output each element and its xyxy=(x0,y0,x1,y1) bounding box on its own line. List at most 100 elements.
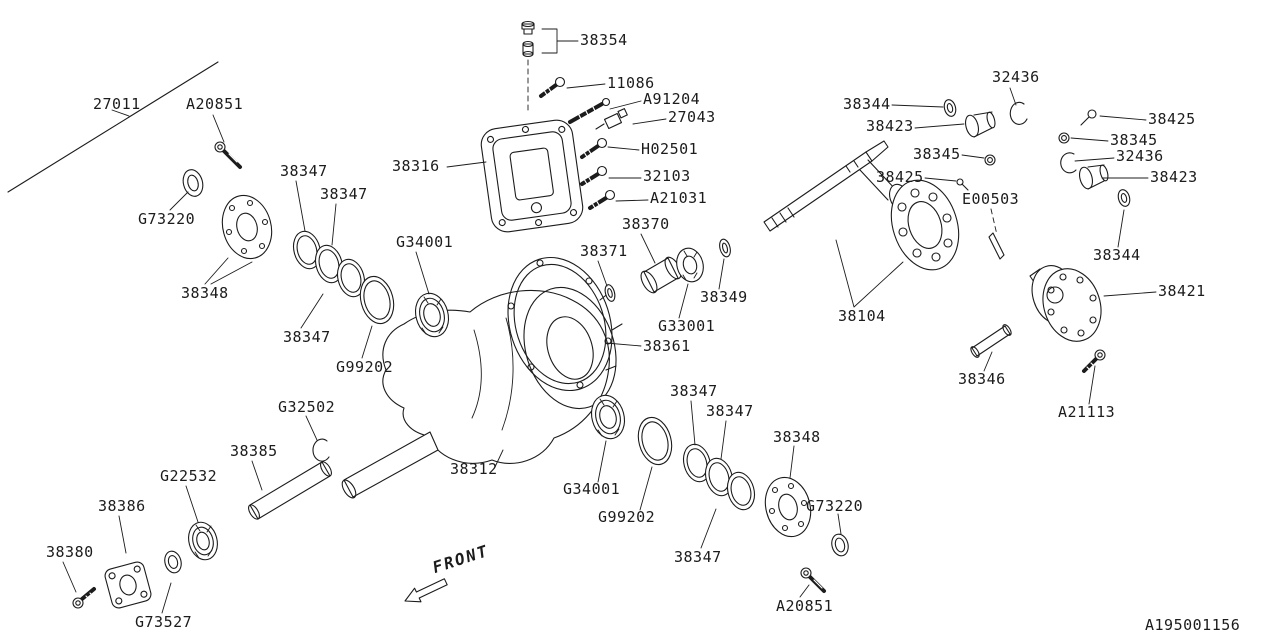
part-label: 38347 xyxy=(670,382,718,400)
part-label: 38316 xyxy=(392,157,440,175)
part-label: G34001 xyxy=(563,480,621,498)
bolt-38425-left xyxy=(956,178,969,191)
part-label: A20851 xyxy=(186,95,244,113)
pin-e00503 xyxy=(988,232,1005,260)
bolt-a20851-bottom xyxy=(800,567,826,593)
bolt-32103 xyxy=(580,165,608,186)
sheet-border-line xyxy=(7,61,219,193)
part-label: 38425 xyxy=(876,168,924,186)
part-label: G32502 xyxy=(278,398,336,416)
part-label: G22532 xyxy=(160,467,218,485)
part-label: 32103 xyxy=(643,167,691,185)
stud-a91204 xyxy=(568,97,611,124)
part-label: 38425 xyxy=(1148,110,1196,128)
axle-tube xyxy=(343,431,439,498)
part-label: 38312 xyxy=(450,460,498,478)
part-label: G73220 xyxy=(138,210,196,228)
part-label: G99202 xyxy=(336,358,394,376)
part-label: A20851 xyxy=(776,597,834,615)
part-label: 38344 xyxy=(1093,246,1141,264)
housing-gasket xyxy=(507,256,613,392)
part-label: 27043 xyxy=(668,108,716,126)
leader-lines xyxy=(62,28,1157,614)
bearing-g22532 xyxy=(188,521,218,561)
spacer-38370 xyxy=(640,256,682,294)
gear-38423-left xyxy=(964,111,996,138)
part-label: 38421 xyxy=(1158,282,1206,300)
breather-cap-parts xyxy=(521,20,535,58)
part-label: 27011 xyxy=(93,95,141,113)
part-label: 38385 xyxy=(230,442,278,460)
part-label: G99202 xyxy=(598,508,656,526)
sensor-plug-27043 xyxy=(595,108,628,130)
bolt-a20851-top xyxy=(214,141,242,169)
part-label: G73527 xyxy=(135,613,193,631)
part-label: 38347 xyxy=(283,328,331,346)
snap-ring-g32502 xyxy=(312,438,330,462)
bolt-h02501 xyxy=(580,137,608,159)
document-id: A195001156 xyxy=(1145,616,1241,634)
retainer-plate-38386 xyxy=(104,561,152,609)
part-label: 32436 xyxy=(992,68,1040,86)
bolt-11086 xyxy=(539,76,566,98)
washer-38344-left xyxy=(943,99,957,117)
bolt-38425-right xyxy=(1080,109,1097,126)
bolt-a21113 xyxy=(1082,349,1106,373)
part-label: 38347 xyxy=(320,185,368,203)
part-label: 38349 xyxy=(700,288,748,306)
bearing-retainer-38348-right xyxy=(764,476,812,538)
part-label: 38347 xyxy=(674,548,722,566)
part-label: 38423 xyxy=(866,117,914,135)
oil-seal-g73220-right xyxy=(831,533,849,557)
part-label: 32436 xyxy=(1116,147,1164,165)
part-label: 38347 xyxy=(280,162,328,180)
drive-pinion-assembly xyxy=(763,140,960,271)
snap-ring-32436-right xyxy=(1060,152,1077,174)
differential-case-assembly xyxy=(1029,265,1102,342)
part-label: 38371 xyxy=(580,242,628,260)
part-label: 38354 xyxy=(580,31,628,49)
shim-set-38347-right xyxy=(682,443,756,511)
differential-cover xyxy=(480,119,584,233)
washer-38344-right xyxy=(1117,189,1131,207)
part-label: 38348 xyxy=(181,284,229,302)
part-label: 38423 xyxy=(1150,168,1198,186)
part-label: E00503 xyxy=(962,190,1020,208)
part-label: 38361 xyxy=(643,337,691,355)
part-label: A21031 xyxy=(650,189,708,207)
snap-ring-32436-top xyxy=(1009,101,1028,125)
shim-g99202-lower xyxy=(637,416,673,466)
part-label: 38370 xyxy=(622,215,670,233)
shim-set-38347-left xyxy=(292,230,366,298)
oil-seal-g73527 xyxy=(164,550,182,574)
part-label: 38348 xyxy=(773,428,821,446)
part-label: 38380 xyxy=(46,543,94,561)
part-label: 38345 xyxy=(913,145,961,163)
pipe-38385 xyxy=(248,461,332,520)
part-label: 38345 xyxy=(1110,131,1158,149)
ring-38345-left xyxy=(984,154,996,166)
washer-38371 xyxy=(604,284,616,302)
part-label: H02501 xyxy=(641,140,699,158)
bolt-a21031 xyxy=(588,189,616,210)
washer-38349 xyxy=(719,238,731,258)
front-arrow xyxy=(404,578,448,603)
bolt-38380 xyxy=(72,587,96,609)
part-label: G34001 xyxy=(396,233,454,251)
pinion-shaft-38346 xyxy=(970,324,1012,358)
part-label: 38347 xyxy=(706,402,754,420)
bearing-g33001 xyxy=(676,247,704,283)
part-label: G33001 xyxy=(658,317,716,335)
part-label: 38104 xyxy=(838,307,886,325)
part-label: A21113 xyxy=(1058,403,1116,421)
ring-38345-right xyxy=(1058,132,1070,144)
part-label: 38346 xyxy=(958,370,1006,388)
part-label: A91204 xyxy=(643,90,701,108)
part-label: 11086 xyxy=(607,74,655,92)
oil-seal-g73220-left xyxy=(182,169,204,197)
bearing-retainer-38348-left xyxy=(221,194,273,260)
bearing-g34001-lower xyxy=(590,394,626,440)
part-label: 38386 xyxy=(98,497,146,515)
